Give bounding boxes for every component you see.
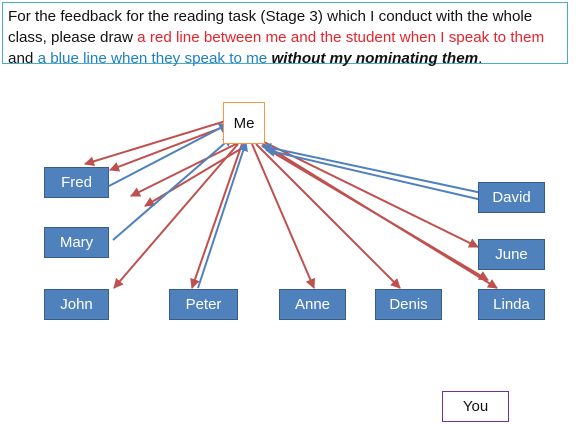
instruction-period: . bbox=[478, 50, 483, 67]
student-john: John bbox=[44, 289, 109, 320]
red-line-instruction: a red line between me and the student wh… bbox=[137, 29, 545, 46]
student-june: June bbox=[478, 239, 545, 270]
blue-arrow-from-fred bbox=[108, 123, 229, 187]
teacher-node: Me bbox=[223, 102, 265, 144]
blue-arrow-from-david bbox=[265, 147, 483, 201]
red-arrow-to-june bbox=[263, 141, 479, 248]
red-arrow-to-john bbox=[113, 143, 239, 289]
red-arrow-to-fred bbox=[84, 119, 230, 167]
red-arrow-to-anne bbox=[251, 143, 316, 289]
red-arrow-to-fred bbox=[130, 142, 239, 197]
instruction-connector: and bbox=[8, 50, 38, 67]
red-arrow-to-fred bbox=[144, 146, 245, 207]
red-arrow-to-denis bbox=[255, 143, 401, 289]
red-arrow-to-linda bbox=[261, 145, 489, 281]
instruction-box: For the feedback for the reading task (S… bbox=[2, 2, 568, 67]
student-peter: Peter bbox=[169, 289, 238, 320]
student-fred: Fred bbox=[44, 167, 109, 198]
blue-arrow-from-peter bbox=[197, 141, 248, 289]
student-david: David bbox=[478, 182, 545, 213]
red-arrow-to-fred bbox=[109, 125, 227, 172]
red-arrow-to-peter bbox=[190, 143, 243, 289]
blue-arrow-from-mary bbox=[112, 136, 233, 241]
blue-line-instruction: a blue line when they speak to me bbox=[37, 50, 268, 67]
instruction-emphasis: without my nominating them bbox=[271, 50, 479, 67]
student-denis: Denis bbox=[375, 289, 442, 320]
instruction-text: For the feedback for the reading task (S… bbox=[8, 8, 533, 46]
student-mary: Mary bbox=[44, 227, 109, 258]
blue-arrow-from-david bbox=[261, 142, 483, 194]
observer-node: You bbox=[442, 391, 509, 422]
student-linda: Linda bbox=[478, 289, 545, 320]
student-anne: Anne bbox=[279, 289, 346, 320]
